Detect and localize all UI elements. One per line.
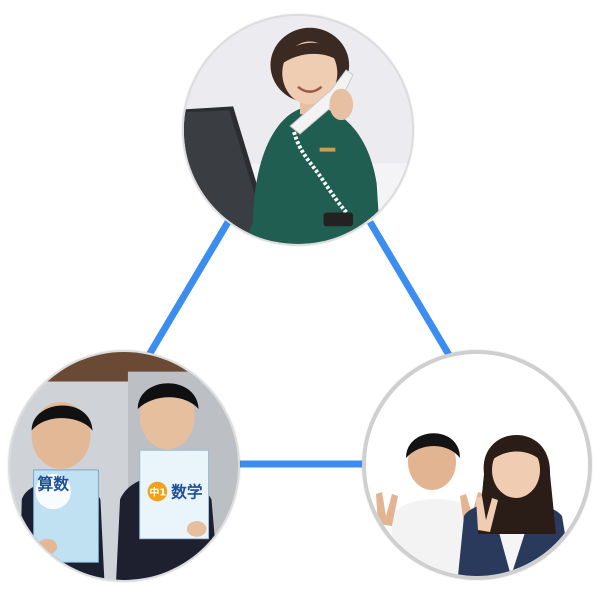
book-right-title: 数学 (171, 482, 203, 501)
book-right-grade: 中1 (150, 485, 167, 498)
connector-left-edge (142, 220, 232, 362)
photo-woman-on-phone (182, 14, 414, 246)
students-peace-sign-illustration (366, 354, 588, 576)
photo-students-peace-sign (362, 350, 592, 580)
book-left-title: 算数 (38, 475, 70, 494)
woman-on-phone-illustration (184, 16, 412, 244)
connector-right-edge (366, 220, 456, 362)
photo-boys-with-workbooks: 算数 中1 数学 (8, 350, 240, 582)
boys-with-workbooks-illustration: 算数 中1 数学 (10, 352, 238, 580)
